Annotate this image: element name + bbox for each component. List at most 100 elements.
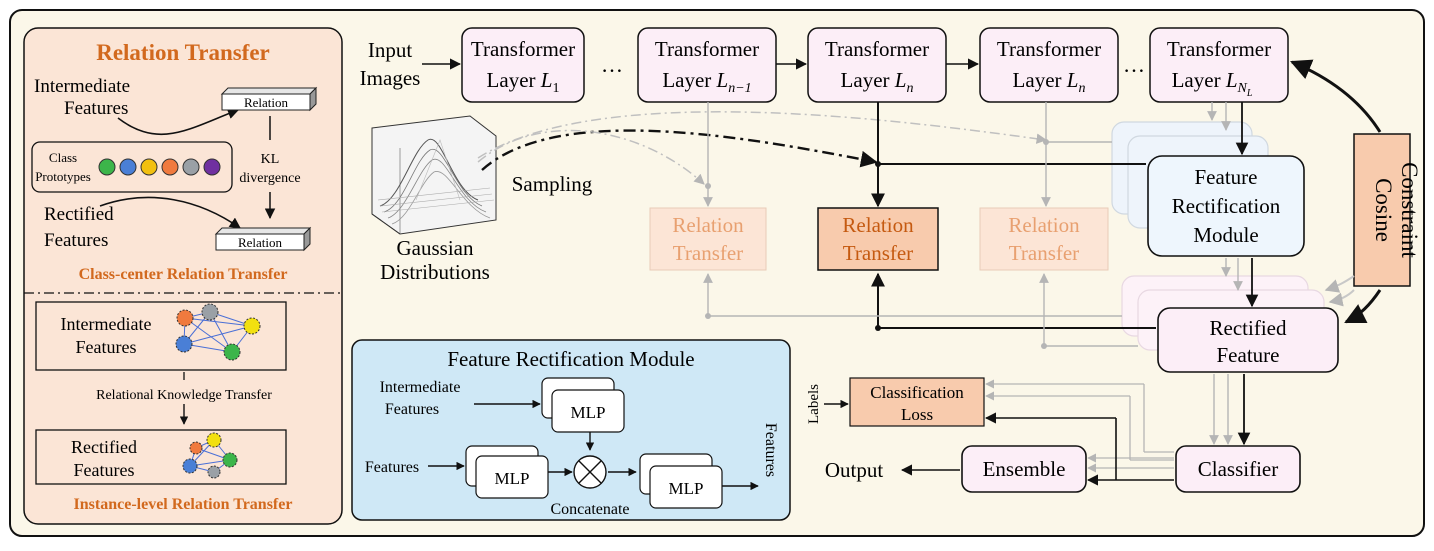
gaussian-distribution-plot bbox=[371, 115, 497, 235]
layer-1-word: Transformer bbox=[471, 37, 575, 61]
frm-features-out: Features bbox=[762, 423, 779, 477]
ensemble-label: Ensemble bbox=[983, 457, 1066, 481]
relation-transfer-box-1: Relation Transfer bbox=[649, 207, 767, 271]
relational-knowledge-label: Relational Knowledge Transfer bbox=[96, 388, 272, 403]
transformer-layer-nl: Transformer Layer LNL bbox=[1149, 27, 1289, 103]
svg-text:Layer L1: Layer L1 bbox=[487, 68, 560, 96]
layer-n-1-prefix: Layer bbox=[662, 68, 711, 92]
rt3-line2: Transfer bbox=[1009, 241, 1079, 265]
frm-line2: Rectification bbox=[1172, 194, 1281, 218]
relation-label-top: Relation bbox=[244, 95, 289, 110]
mlp-left-label: MLP bbox=[495, 469, 530, 488]
mlp-right-label: MLP bbox=[669, 479, 704, 498]
mlp-left bbox=[475, 455, 549, 499]
labels-label: Labels bbox=[806, 384, 822, 424]
instance-graph-bottom bbox=[182, 432, 238, 479]
relation-box-top: Relation bbox=[220, 86, 318, 112]
layer-n2-prefix: Layer bbox=[1013, 68, 1062, 92]
rectified-line2: Feature bbox=[1217, 343, 1280, 367]
mlp-top bbox=[551, 389, 625, 433]
instance-caption: Instance-level Relation Transfer bbox=[74, 496, 293, 513]
lp-rectified-line2: Features bbox=[44, 230, 108, 251]
loss-line1: Classification bbox=[870, 383, 964, 402]
instance-rectified-line2: Features bbox=[74, 460, 135, 480]
class-prototypes-line1: Class bbox=[49, 150, 77, 165]
classifier: Classifier bbox=[1175, 445, 1301, 493]
svg-text:Layer Ln−1: Layer Ln−1 bbox=[662, 68, 751, 96]
layer-n-word: Transformer bbox=[825, 37, 929, 61]
sampling-label: Sampling bbox=[512, 172, 593, 196]
ellipsis-1: … bbox=[601, 52, 623, 77]
instance-intermediate-box bbox=[35, 301, 287, 371]
layer-1-prefix: Layer bbox=[487, 68, 536, 92]
layer-n-1-word: Transformer bbox=[655, 37, 759, 61]
prototype-dot bbox=[182, 158, 200, 176]
layer-nl-prefix: Layer bbox=[1172, 68, 1221, 92]
transformer-layer-n-1: Transformer Layer Ln−1 bbox=[637, 27, 777, 103]
layer-n2-word: Transformer bbox=[997, 37, 1101, 61]
relation-transfer-panel: Relation Transfer Intermediate Features … bbox=[23, 27, 343, 525]
classification-loss: Classification Loss bbox=[849, 377, 985, 427]
gaussian-line1: Gaussian bbox=[397, 236, 474, 260]
prototype-dot bbox=[119, 158, 137, 176]
layer-nl-subsub: L bbox=[1246, 88, 1253, 99]
layer-n-prefix: Layer bbox=[841, 68, 890, 92]
layer-nl-word: Transformer bbox=[1167, 37, 1271, 61]
frm-detail-panel: Feature Rectification Module Intermediat… bbox=[351, 339, 791, 521]
svg-text:Layer Ln: Layer Ln bbox=[841, 68, 914, 96]
class-center-caption: Class-center Relation Transfer bbox=[79, 266, 288, 283]
prototype-dot bbox=[203, 158, 221, 176]
gaussian-line2: Distributions bbox=[380, 260, 490, 284]
concatenate-icon bbox=[573, 455, 607, 489]
frm-line1: Feature bbox=[1195, 165, 1258, 189]
layer-nl-sub: N bbox=[1237, 81, 1248, 96]
mlp-top-label: MLP bbox=[571, 403, 606, 422]
prototype-dot bbox=[140, 158, 158, 176]
ensemble: Ensemble bbox=[961, 445, 1087, 493]
rt2-line1: Relation bbox=[842, 213, 914, 237]
prototype-dot bbox=[161, 158, 179, 176]
output-label: Output bbox=[825, 458, 884, 482]
svg-text:Layer LNL: Layer LNL bbox=[1172, 68, 1253, 99]
instance-intermediate-line1: Intermediate bbox=[61, 314, 152, 334]
classifier-label: Classifier bbox=[1198, 457, 1278, 481]
rt1-line2: Transfer bbox=[673, 241, 743, 265]
frm-intermediate-line2: Features bbox=[385, 401, 439, 418]
rt2-line2: Transfer bbox=[843, 241, 913, 265]
instance-rectified-line1: Rectified bbox=[71, 437, 137, 457]
cosine-line1: Cosine bbox=[1371, 178, 1396, 242]
relation-box-bottom: Relation bbox=[214, 226, 312, 252]
layer-1-sub: 1 bbox=[552, 81, 559, 96]
frm-panel-title: Feature Rectification Module bbox=[447, 347, 694, 371]
layer-n2-sub: n bbox=[1078, 81, 1085, 96]
frm-features-in: Features bbox=[365, 459, 419, 476]
mlp-right bbox=[649, 465, 723, 509]
lp-intermediate-line1: Intermediate bbox=[34, 76, 130, 97]
layer-n-sub: n bbox=[906, 81, 913, 96]
frm-line3: Module bbox=[1193, 223, 1258, 247]
instance-graph-top bbox=[175, 303, 261, 361]
input-images-line1: Input bbox=[368, 38, 412, 62]
rectified-feature: Rectified Feature bbox=[1157, 307, 1339, 373]
relation-label-bottom: Relation bbox=[238, 235, 283, 250]
relation-transfer-title: Relation Transfer bbox=[96, 40, 270, 65]
feature-rectification-module: Feature Rectification Module bbox=[1147, 155, 1305, 257]
class-prototypes-line2: Prototypes bbox=[35, 169, 91, 184]
relation-transfer-box-3: Relation Transfer bbox=[979, 207, 1109, 271]
concatenate-label: Concatenate bbox=[550, 501, 629, 518]
relation-transfer-box-2: Relation Transfer bbox=[817, 207, 939, 271]
transformer-layer-n-2: Transformer Layer Ln bbox=[979, 27, 1119, 103]
cosine-constraint: Cosine Constraint bbox=[1353, 133, 1422, 287]
transformer-layer-n: Transformer Layer Ln bbox=[807, 27, 947, 103]
rt3-line1: Relation bbox=[1008, 213, 1080, 237]
prototype-dot bbox=[98, 158, 116, 176]
instance-rectified-box bbox=[35, 429, 287, 485]
rectified-line1: Rectified bbox=[1210, 316, 1287, 340]
frm-intermediate-line1: Intermediate bbox=[380, 379, 461, 396]
input-images-line2: Images bbox=[360, 66, 421, 90]
layer-n-1-sub: n−1 bbox=[728, 81, 751, 96]
loss-line2: Loss bbox=[901, 405, 933, 424]
instance-intermediate-line2: Features bbox=[76, 337, 137, 357]
lp-intermediate-line2: Features bbox=[64, 98, 128, 119]
kl-line1: KL bbox=[261, 152, 280, 167]
